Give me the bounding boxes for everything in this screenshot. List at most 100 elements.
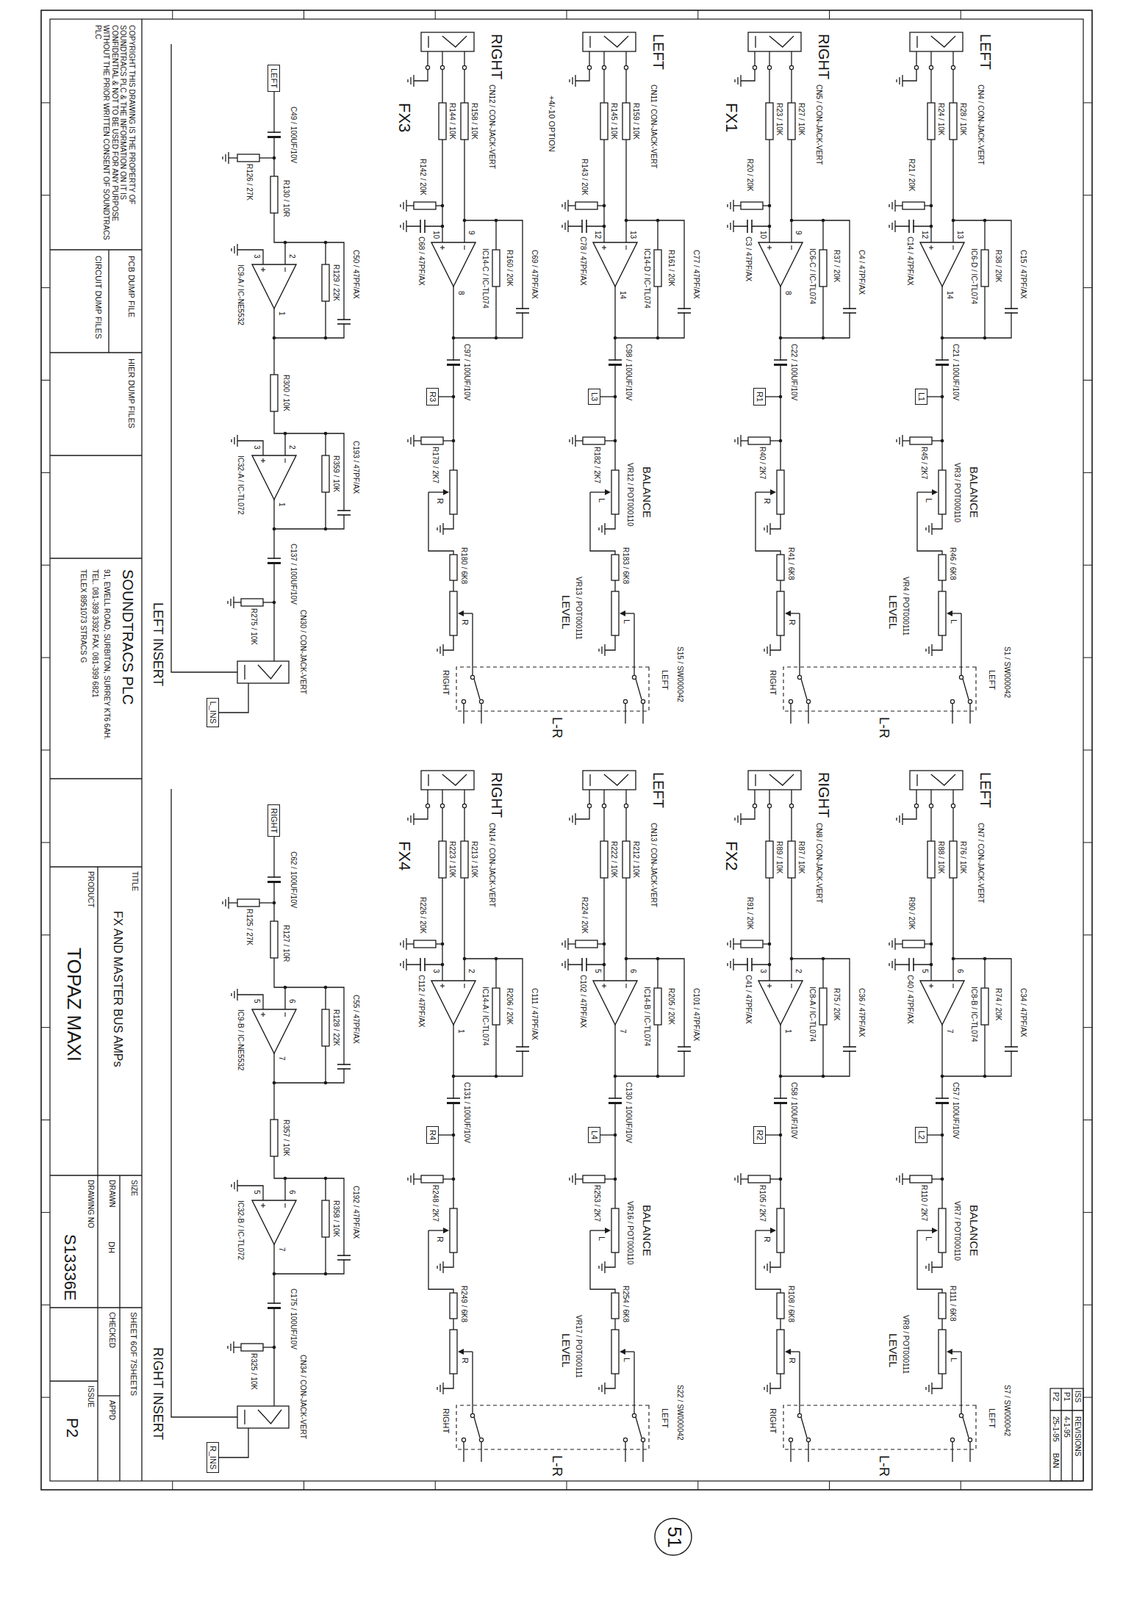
pin-number: 1 xyxy=(277,311,287,317)
ground-symbol xyxy=(901,813,903,826)
contact-point xyxy=(632,675,636,680)
resistor-ref: R183 / 6K8 xyxy=(621,547,631,585)
flag-text: R3 xyxy=(428,391,438,403)
wire xyxy=(604,1253,616,1268)
resistor-ref: R254 / 6K8 xyxy=(621,1286,631,1323)
resistor-ref: R110 / 2K7 xyxy=(920,1185,929,1222)
resistor-symbol xyxy=(938,554,946,581)
title-block-line xyxy=(49,1380,98,1382)
contact-point xyxy=(959,675,963,680)
signal-flag: RIGHT xyxy=(267,804,281,838)
ground-symbol xyxy=(894,938,896,951)
title-block-cell: APPD xyxy=(108,1400,117,1421)
resistor-symbol xyxy=(776,1293,785,1320)
junction-dot xyxy=(656,336,660,341)
title-block-cell: CHECKED xyxy=(108,1312,117,1349)
ground-symbol xyxy=(439,1385,441,1393)
junction-dot xyxy=(779,439,783,444)
jack-contact xyxy=(589,774,591,787)
resistor-symbol xyxy=(611,554,619,581)
revision-cell: 4-1-95 xyxy=(1062,1416,1072,1439)
minus-sign xyxy=(952,984,954,989)
signal-flag: L1 xyxy=(914,388,928,405)
ground-symbol xyxy=(726,942,728,946)
junction-dot xyxy=(324,1177,328,1182)
resistor-ref: R130 / 10R xyxy=(282,180,292,218)
title-block-line xyxy=(49,352,142,353)
resistor-symbol xyxy=(819,988,827,1026)
resistor-ref: R206 / 20K xyxy=(505,988,515,1026)
connector-ref: CN5 / CON-JACK-VERT xyxy=(815,84,824,165)
capacitor-ref: C55 / 47PF/AX xyxy=(352,995,361,1045)
resistor-ref: R76 / 10K xyxy=(959,841,968,874)
jack-label: LEFT xyxy=(976,772,994,809)
wire xyxy=(604,514,616,530)
border-tick xyxy=(1083,379,1093,381)
contact-point xyxy=(623,1438,627,1442)
wiper-arrow xyxy=(443,489,450,496)
contact-point xyxy=(479,699,483,704)
ground-symbol xyxy=(732,199,734,212)
ground-symbol xyxy=(925,527,927,531)
wire xyxy=(625,790,627,805)
ground-symbol xyxy=(894,199,896,212)
pot-end-mark: R xyxy=(460,1358,470,1365)
ground-symbol xyxy=(436,648,438,652)
wire xyxy=(615,220,685,339)
pot-ref: VR13 / POT000111 xyxy=(574,576,584,641)
ground-symbol xyxy=(598,1387,599,1391)
contact-point xyxy=(587,65,591,70)
ground-symbol xyxy=(232,1341,234,1354)
revision-table xyxy=(1060,1389,1062,1482)
resistor-symbol xyxy=(654,249,662,287)
wire xyxy=(770,514,781,530)
junction-dot xyxy=(283,986,288,990)
ground-symbol xyxy=(740,435,741,447)
border-tick xyxy=(1083,565,1093,566)
capacitor-symbol xyxy=(337,1255,351,1257)
junction-dot xyxy=(983,957,988,962)
ground-symbol xyxy=(898,815,900,824)
wire xyxy=(625,51,627,66)
switch-outline xyxy=(783,667,976,712)
resistor-symbol xyxy=(449,1293,458,1320)
resistor-symbol xyxy=(776,1208,785,1254)
jack-label: RIGHT xyxy=(815,772,832,818)
wiper-arrow xyxy=(931,1228,938,1234)
resistor-ref: R144 / 10K xyxy=(448,102,458,140)
wire xyxy=(219,1428,249,1459)
capacitor-ref: C131 / 100UF/10V xyxy=(463,1082,472,1144)
resistor-symbol xyxy=(492,249,500,287)
opamp-symbol xyxy=(431,981,476,1026)
resistor-ref: R180 / 6K8 xyxy=(460,547,469,585)
minus-sign xyxy=(463,984,465,989)
pot-wiper xyxy=(623,612,635,614)
ground-symbol xyxy=(221,901,223,905)
ground-symbol xyxy=(236,243,238,256)
border-tick xyxy=(41,379,50,381)
ground-symbol xyxy=(901,1173,903,1186)
signal-flag: R4 xyxy=(426,1126,439,1145)
junction-dot xyxy=(440,963,445,968)
junction-dot xyxy=(779,1134,783,1138)
resistor-symbol xyxy=(321,455,330,493)
contact-point xyxy=(601,65,606,70)
border-tick xyxy=(1083,1397,1093,1399)
ground-symbol xyxy=(236,1180,238,1193)
contact-point xyxy=(767,804,771,808)
switch-position: LEFT xyxy=(659,1408,670,1429)
pot-wiper xyxy=(590,1230,607,1232)
pin-number: 2 xyxy=(467,969,477,974)
jack-contact xyxy=(257,1410,282,1425)
wire xyxy=(931,635,943,651)
capacitor-ref: C36 / 47PF/AX xyxy=(857,988,867,1038)
capacitor-ref: C21 / 100UF/10V xyxy=(951,343,961,401)
resistor-symbol xyxy=(949,841,957,879)
connector-ref: CN30 / CON-JACK-VERT xyxy=(299,609,308,695)
company-address: TELEX 8951073 STRACS G xyxy=(79,569,89,663)
ground-symbol xyxy=(734,79,735,83)
capacitor-gap xyxy=(847,1048,852,1051)
capacitor-gap xyxy=(1009,1048,1014,1051)
capacitor-symbol xyxy=(842,312,857,314)
wire xyxy=(915,790,917,805)
